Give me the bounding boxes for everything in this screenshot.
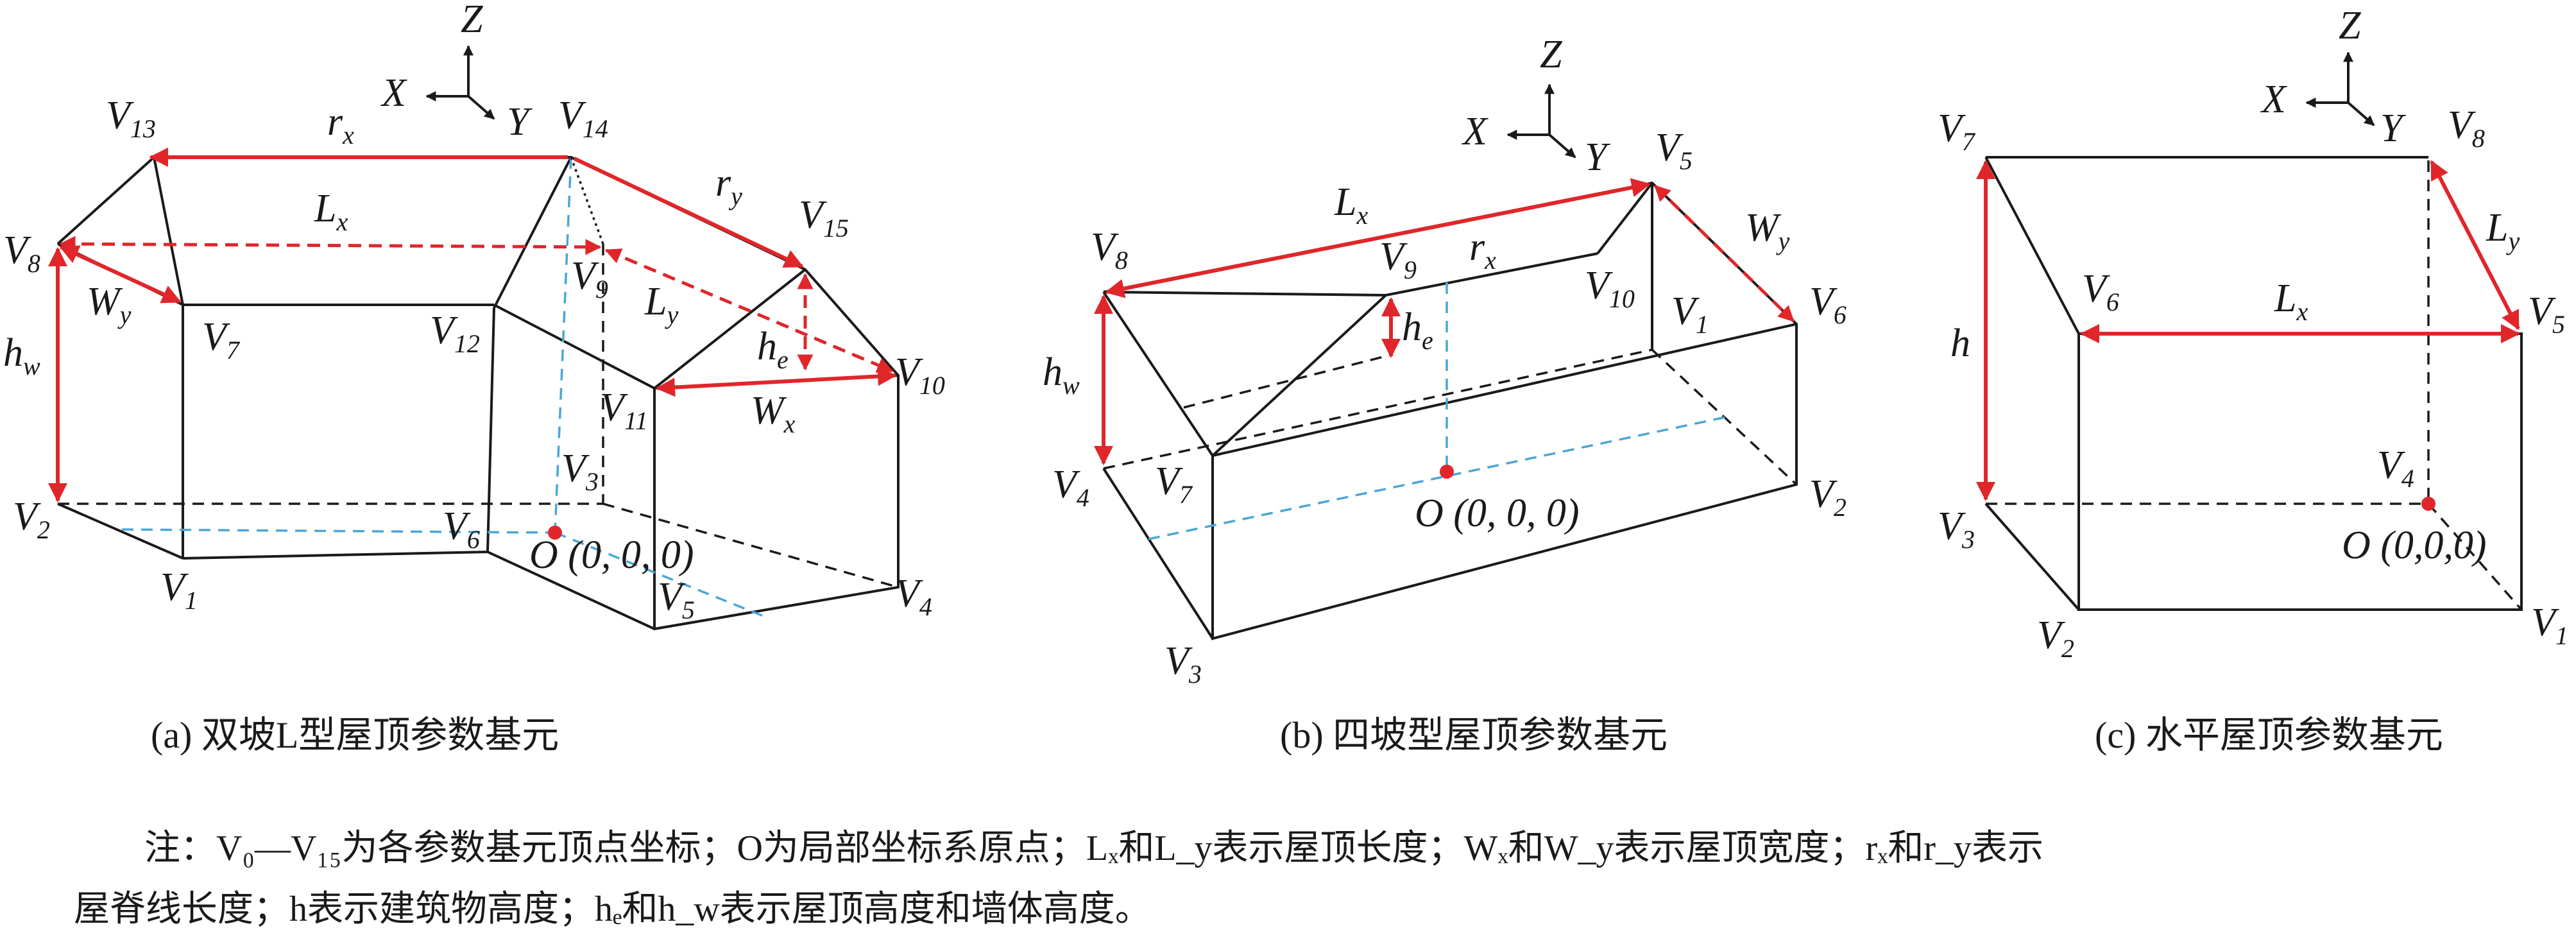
axis-z-label: Z [2339, 4, 2361, 47]
hidden-edges-b [1103, 282, 1798, 540]
vertex-v10: V10 [895, 350, 945, 400]
vertex-v7: V7 [1938, 107, 1976, 156]
panel-c-flat-roof: Z X Y V7 V8 V6 V5 V4 V3 V2 [1938, 4, 2568, 756]
vertex-v9: V9 [1379, 235, 1417, 284]
vertex-v8: V8 [2448, 103, 2485, 153]
axis-x-label: X [1461, 110, 1488, 153]
axis-y-label: Y [2380, 107, 2406, 150]
label-wy: Wy [1745, 206, 1790, 255]
vertex-v9: V9 [571, 254, 608, 304]
vertex-v3: V3 [1938, 504, 1975, 554]
axis-x-label: X [2260, 78, 2287, 121]
origin-label-c: O (0,0,0) [2342, 524, 2487, 567]
label-lx: Lx [314, 187, 348, 236]
vertex-v2: V2 [2037, 614, 2074, 663]
label-hw: hw [3, 331, 40, 381]
vertex-labels-a: V13 V14 V15 V8 V9 V7 V12 V10 V11 V3 V6 V… [3, 94, 945, 624]
vertex-v2: V2 [1809, 472, 1847, 522]
vertex-v12: V12 [430, 309, 480, 358]
label-rx: rx [1469, 225, 1496, 275]
vertex-v1: V1 [1671, 289, 1709, 339]
vertex-labels-b: V5 V8 V9 V10 V1 V6 V4 V7 V2 V3 [1052, 126, 1847, 689]
vertex-v7: V7 [1155, 459, 1193, 509]
axes-b: Z X Y [1461, 33, 1610, 179]
axis-x-label: X [380, 71, 407, 115]
vertex-v3: V3 [1164, 639, 1202, 689]
vertex-v6: V6 [1809, 280, 1847, 329]
figure-note: 注：V₀—V₁₅为各参数基元顶点坐标；O为局部坐标系原点；Lₓ和L_y表示屋顶长… [74, 828, 2043, 929]
dimensions-c [1976, 160, 2520, 501]
panel-a-l-shaped-gable-roof: Z X Y [3, 0, 945, 756]
vertex-v4: V4 [1052, 463, 1089, 512]
vertex-v13: V13 [106, 94, 156, 143]
solid-edges-b [1102, 181, 1798, 640]
vertex-v4: V4 [895, 572, 932, 621]
origin-label-a: O (0, 0, 0) [529, 533, 694, 577]
axis-y-label: Y [507, 100, 533, 144]
dimensions-a [48, 148, 897, 502]
dimension-labels-b: Lx rx Wy hw he O (0, 0, 0) [1043, 180, 1790, 535]
label-lx: Lx [2274, 277, 2308, 326]
label-rx: rx [327, 100, 354, 150]
caption-a: (a) 双坡L型屋顶参数基元 [151, 714, 559, 756]
vertex-v8: V8 [3, 228, 40, 278]
label-he: he [757, 325, 789, 374]
vertex-v11: V11 [600, 386, 648, 435]
label-hw: hw [1043, 350, 1080, 400]
hidden-edges-c [1986, 160, 2523, 611]
vertex-v6: V6 [2082, 267, 2119, 316]
vertex-v3: V3 [561, 447, 599, 496]
caption-b: (b) 四坡型屋顶参数基元 [1280, 714, 1668, 756]
caption-c: (c) 水平屋顶参数基元 [2095, 714, 2443, 756]
vertex-v15: V15 [799, 193, 849, 243]
vertex-v5: V5 [2528, 289, 2565, 339]
note-line-1: 注：V₀—V₁₅为各参数基元顶点坐标；O为局部坐标系原点；Lₓ和L_y表示屋顶长… [144, 828, 2043, 868]
axis-z-label: Z [461, 0, 483, 41]
vertex-v2: V2 [13, 495, 50, 544]
panel-b-hip-roof: Z X Y V5 V8 [1043, 33, 1847, 756]
vertex-v10: V10 [1585, 264, 1635, 313]
axes-a: Z X Y [380, 0, 533, 144]
label-h: h [1950, 322, 1970, 365]
hidden-edges-a [58, 157, 899, 617]
vertex-labels-c: V7 V8 V6 V5 V4 V3 V2 V1 [1938, 103, 2568, 663]
vertex-v4: V4 [2377, 443, 2414, 493]
dimension-labels-a: rx ry Lx Ly Wy Wx hw he O (0, 0, 0) [3, 100, 796, 577]
label-ry: ry [715, 161, 742, 210]
vertex-v8: V8 [1091, 225, 1128, 275]
dimension-labels-c: Lx Ly h O (0,0,0) [1950, 206, 2520, 567]
label-wy: Wy [87, 280, 132, 329]
origin-dot-b [1440, 465, 1454, 479]
note-line-2: 屋脊线长度；h表示建筑物高度；hₑ和h_w表示屋顶高度和墙体高度。 [74, 889, 1151, 929]
label-ly: Ly [2486, 206, 2520, 255]
dimensions-b [1094, 178, 1795, 465]
label-wx: Wx [751, 389, 796, 438]
origin-label-b: O (0, 0, 0) [1415, 492, 1580, 535]
label-ly: Ly [644, 280, 678, 329]
vertex-v5: V5 [1655, 126, 1693, 175]
label-he: he [1402, 305, 1433, 355]
label-lx: Lx [1334, 180, 1368, 230]
axis-y-label: Y [1585, 135, 1610, 179]
vertex-v7: V7 [202, 315, 241, 365]
vertex-v14: V14 [558, 94, 608, 143]
vertex-v6: V6 [443, 504, 480, 554]
vertex-v1: V1 [2531, 601, 2568, 650]
origin-dot-a [548, 526, 562, 540]
axis-z-label: Z [1540, 33, 1562, 76]
vertex-v1: V1 [160, 565, 198, 615]
origin-dot-c [2421, 497, 2435, 511]
vertex-v5: V5 [658, 575, 695, 624]
axes-c: Z X Y [2260, 4, 2406, 150]
